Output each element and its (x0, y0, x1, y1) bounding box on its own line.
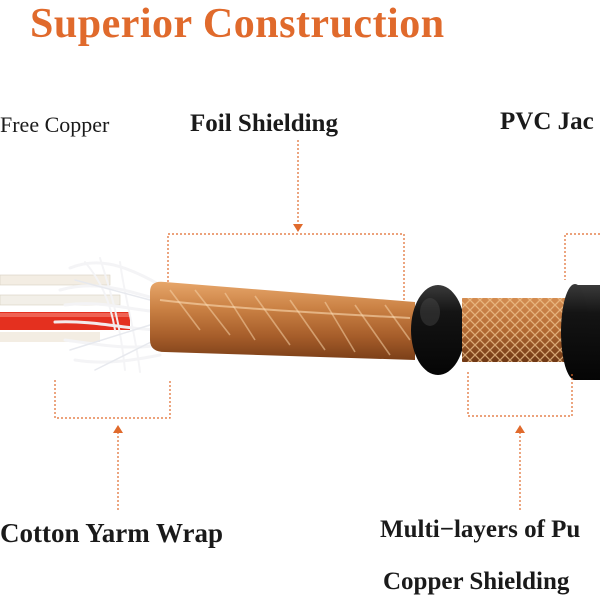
foil-arrowhead (293, 224, 303, 232)
label-cotton-yarn-wrap: Cotton Yarm Wrap (0, 518, 224, 548)
label-copper-shielding: Copper Shielding (383, 568, 570, 595)
callouts (54, 140, 600, 510)
cotton-bracket (54, 380, 171, 419)
label-foil-shielding: Foil Shielding (190, 110, 338, 137)
braid-arrowhead (515, 425, 525, 433)
braided-copper-section (462, 298, 572, 362)
foil-shielding-section (150, 281, 415, 360)
callout-arrowheads (113, 224, 525, 433)
page-title: Superior Construction (30, 1, 445, 47)
label-pvc-jacket: PVC Jac (500, 108, 594, 135)
braid-bracket (467, 372, 573, 417)
label-free-copper: Free Copper (0, 112, 110, 137)
pvc-bracket (564, 233, 600, 280)
jacket-ring-1 (411, 285, 465, 375)
label-multi-layers: Multi−layers of Pu (380, 516, 581, 543)
pvc-jacket (561, 284, 600, 380)
cotton-arrowhead (113, 425, 123, 433)
foil-bracket (167, 233, 405, 300)
